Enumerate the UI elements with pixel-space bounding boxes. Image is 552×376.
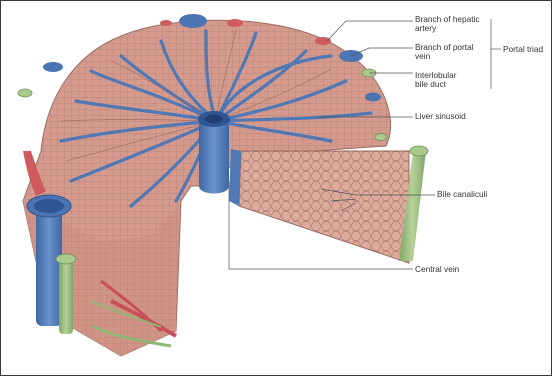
label-bile-duct-line2: bile duct — [415, 80, 457, 89]
label-hepatic-artery: Branch of hepatic artery — [415, 15, 480, 33]
label-portal-vein-line2: vein — [415, 52, 474, 61]
central-vein — [198, 111, 230, 194]
label-central-vein: Central vein — [415, 265, 459, 274]
label-bile-duct: Interlobular bile duct — [415, 71, 457, 89]
label-portal-vein: Branch of portal vein — [415, 43, 474, 61]
label-bile-canaliculi: Bile canaliculi — [437, 190, 487, 199]
label-hepatic-artery-line2: artery — [415, 24, 480, 33]
label-liver-sinusoid: Liver sinusoid — [415, 112, 466, 121]
bile-canaliculi-block — [229, 149, 409, 263]
label-portal-triad: Portal triad — [503, 45, 543, 54]
